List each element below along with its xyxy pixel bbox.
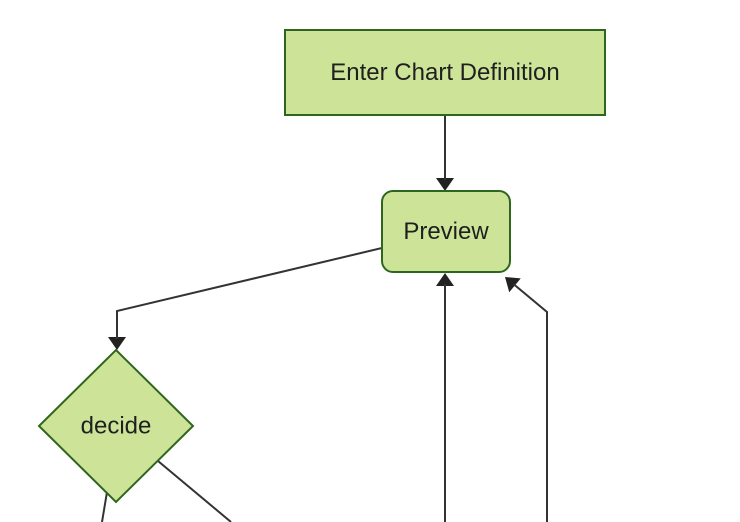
decide-shape xyxy=(37,348,195,504)
edge-line-decide-to-offscreen-bottom-right xyxy=(157,460,232,522)
enter-chart-definition-shape xyxy=(284,29,606,116)
node-decide: decide xyxy=(37,348,195,504)
arrowhead-icon xyxy=(505,277,521,293)
arrowhead-icon xyxy=(436,273,454,286)
node-preview: Preview xyxy=(381,190,511,273)
edge-line-preview-to-decide xyxy=(116,247,383,339)
decide-label: decide xyxy=(81,413,152,440)
preview-shape xyxy=(381,190,511,273)
arrowhead-icon xyxy=(436,178,454,191)
arrowhead-icon xyxy=(108,337,126,350)
edge-decide-to-offscreen-bottom-left xyxy=(101,491,108,522)
edge-preview-to-decide xyxy=(108,247,383,350)
enter-chart-definition-label: Enter Chart Definition xyxy=(330,59,559,86)
edge-enter-chart-definition-to-preview xyxy=(436,115,454,191)
edge-offscreen-bottom-to-preview xyxy=(436,273,454,522)
preview-label: Preview xyxy=(403,218,489,245)
edge-line-decide-to-offscreen-bottom-left xyxy=(101,491,108,522)
edge-offscreen-bottom-right-to-preview xyxy=(505,277,548,522)
node-enter-chart-definition: Enter Chart Definition xyxy=(284,29,606,116)
edge-decide-to-offscreen-bottom-right xyxy=(157,460,232,522)
edge-line-offscreen-bottom-right-to-preview xyxy=(512,283,548,522)
